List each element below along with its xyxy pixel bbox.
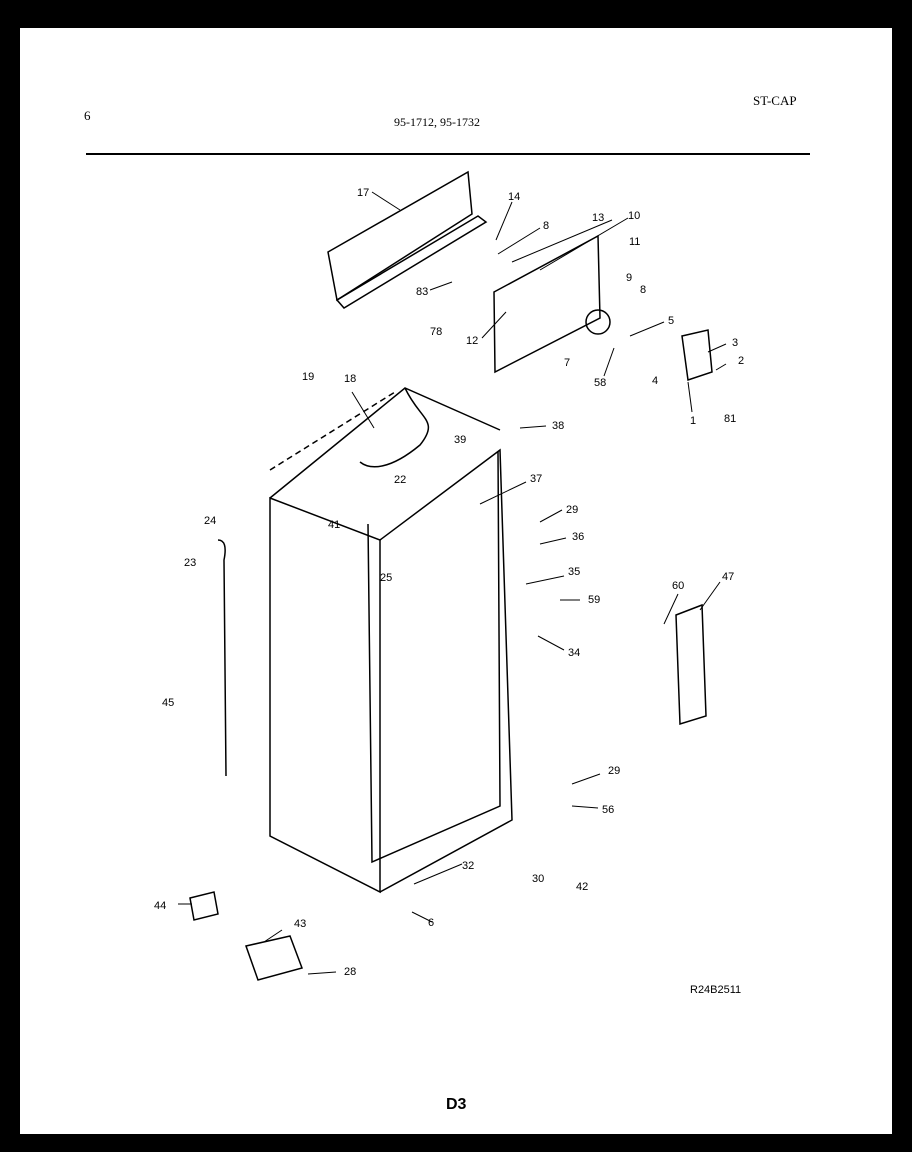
callout-38: 38 <box>552 420 564 432</box>
callout-35: 35 <box>568 566 580 578</box>
callout-83: 83 <box>416 286 428 298</box>
callout-7: 7 <box>564 357 570 369</box>
door-stop-rod <box>217 539 227 777</box>
callout-29: 29 <box>566 504 578 516</box>
callout-34: 34 <box>568 647 580 659</box>
callout-60: 60 <box>672 580 684 592</box>
page-code: D3 <box>446 1096 467 1113</box>
callout-9: 9 <box>626 272 632 284</box>
callout-3: 3 <box>732 337 738 349</box>
callout-59: 59 <box>588 594 600 606</box>
callout-6: 6 <box>428 917 434 929</box>
callout-42: 42 <box>576 881 588 893</box>
callout-28: 28 <box>344 966 356 978</box>
callout-39: 39 <box>454 434 466 446</box>
callout-17: 17 <box>357 187 369 199</box>
lower-hinge-part <box>245 935 303 981</box>
callout-29b: 29 <box>608 765 620 777</box>
model-numbers: 95-1712, 95-1732 <box>394 115 480 129</box>
callout-25: 25 <box>380 572 392 584</box>
diagram-reference-code: R24B2511 <box>690 984 742 996</box>
callout-32: 32 <box>462 860 474 872</box>
callout-1: 1 <box>690 415 696 427</box>
parts-diagram-sheet: 6 95-1712, 95-1732 ST-CAP <box>20 28 892 1134</box>
callout-19: 19 <box>302 371 314 383</box>
callout-10: 10 <box>628 210 640 222</box>
callout-47: 47 <box>722 571 734 583</box>
callout-30: 30 <box>532 873 544 885</box>
callout-22: 22 <box>394 474 406 486</box>
callout-5: 5 <box>668 315 674 327</box>
header-rule <box>86 153 810 155</box>
hinge-block-part <box>189 891 219 921</box>
callout-4: 4 <box>652 375 658 387</box>
callout-2: 2 <box>738 355 744 367</box>
callout-8: 8 <box>543 220 549 232</box>
callout-44: 44 <box>154 900 166 912</box>
callout-58: 58 <box>594 377 606 389</box>
callout-24: 24 <box>204 515 216 527</box>
top-cover-part <box>327 170 473 302</box>
callout-45: 45 <box>162 697 174 709</box>
cabinet-front-frame <box>379 448 513 893</box>
side-rail-part <box>675 603 707 726</box>
callout-11: 11 <box>629 236 640 248</box>
cabinet-side-wall <box>269 496 381 894</box>
callout-56: 56 <box>602 804 614 816</box>
control-panel-plate <box>493 234 601 374</box>
section-code: ST-CAP <box>753 93 797 108</box>
callout-43: 43 <box>294 918 306 930</box>
callout-37: 37 <box>530 473 542 485</box>
callout-12: 12 <box>466 335 478 347</box>
callout-8b: 8 <box>640 284 646 296</box>
page-number: 6 <box>84 108 91 123</box>
cabinet-inner-opening <box>367 451 501 864</box>
callout-18: 18 <box>344 373 356 385</box>
callout-36: 36 <box>572 531 584 543</box>
callout-14: 14 <box>508 191 520 203</box>
fan-motor-part <box>585 309 611 335</box>
thermostat-housing <box>681 329 713 381</box>
callout-78: 78 <box>430 326 442 338</box>
callout-13: 13 <box>592 212 604 224</box>
callout-81: 81 <box>724 413 736 425</box>
callout-23: 23 <box>184 557 196 569</box>
callout-41: 41 <box>328 519 340 531</box>
